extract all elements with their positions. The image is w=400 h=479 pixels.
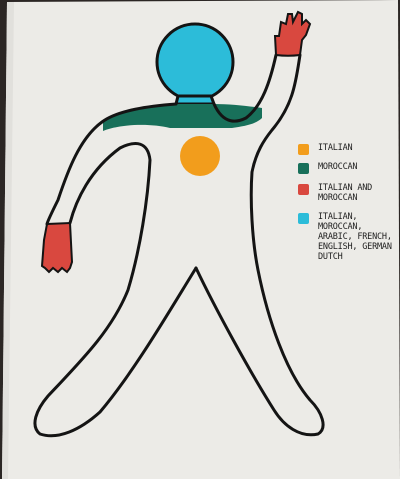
legend-label-moroccan: MOROCCAN xyxy=(318,162,400,172)
legend-swatch-orange xyxy=(298,144,309,155)
legend-swatch-green xyxy=(298,163,309,174)
legend-item-moroccan: MOROCCAN xyxy=(296,162,400,172)
legend-swatch-red xyxy=(298,184,309,195)
left-hand-red xyxy=(42,223,72,272)
legend-swatch-blue xyxy=(298,213,309,224)
legend-item-multilingual: ITALIAN, MOROCCAN, ARABIC, FRENCH, ENGLI… xyxy=(296,212,400,262)
head-blue xyxy=(157,24,233,100)
legend: ITALIAN MOROCCAN ITALIAN AND MOROCCAN IT… xyxy=(296,143,400,271)
legend-label-italian-and-moroccan: ITALIAN AND MOROCCAN xyxy=(318,183,400,203)
neck-blue xyxy=(176,96,214,104)
legend-label-multilingual: ITALIAN, MOROCCAN, ARABIC, FRENCH, ENGLI… xyxy=(318,212,400,262)
legend-item-italian: ITALIAN xyxy=(296,143,400,153)
legend-item-italian-and-moroccan: ITALIAN AND MOROCCAN xyxy=(296,183,400,203)
chest-circle-orange xyxy=(180,136,220,176)
legend-label-italian: ITALIAN xyxy=(318,143,400,153)
